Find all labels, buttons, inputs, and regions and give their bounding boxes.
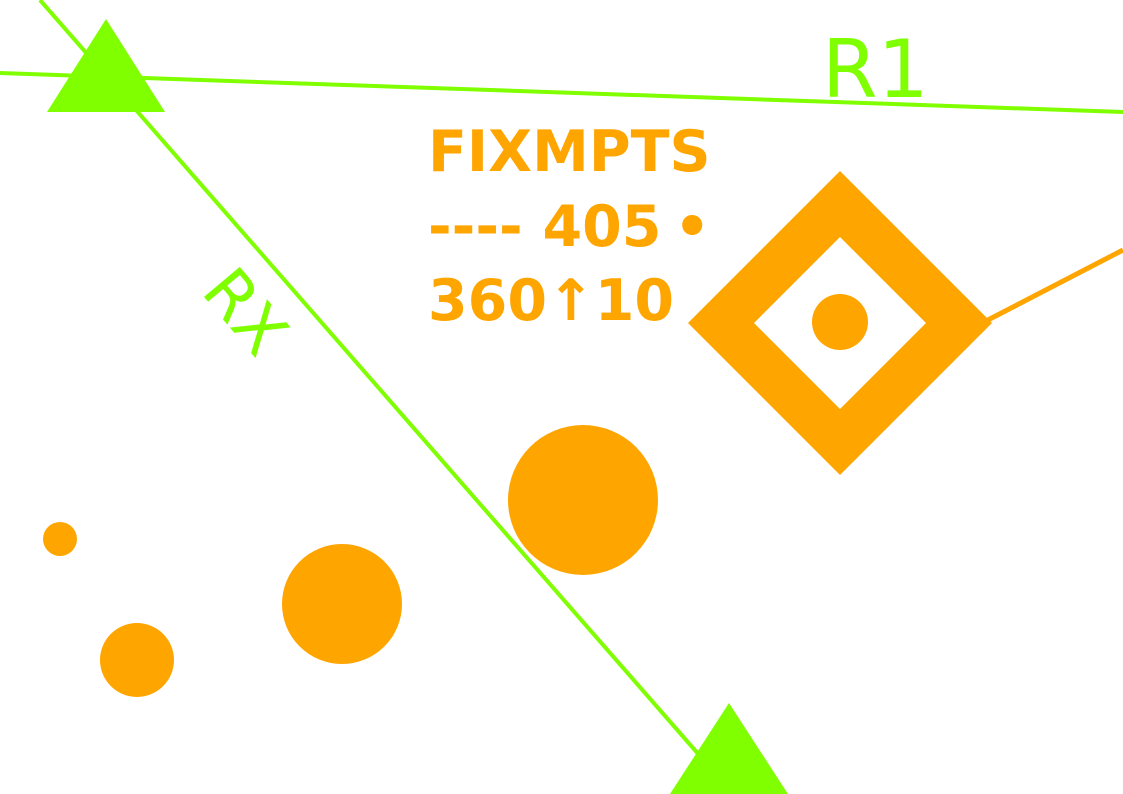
fix-title: FIXMPTS [428, 119, 711, 185]
route-start-triangle-icon[interactable] [47, 19, 165, 112]
diamond-fix-icon[interactable] [688, 171, 992, 475]
fix-connector-line [982, 247, 1123, 325]
route-r1-line [0, 71, 1123, 114]
point-circle-icon[interactable] [282, 544, 402, 664]
point-circle-icon[interactable] [100, 623, 174, 697]
point-circle-icon[interactable] [508, 425, 658, 575]
route-rx-label: RX [188, 255, 301, 370]
point-circle-icon[interactable] [43, 522, 77, 556]
fix-bullet: • [674, 194, 710, 260]
route-end-triangle-icon[interactable] [670, 703, 788, 794]
fix-heading-line: 360↑10 [428, 268, 674, 334]
route-rx-line [38, 0, 702, 758]
route-r1-label: R1 [822, 23, 928, 116]
fix-altitude-line: ---- 405 [428, 194, 661, 260]
